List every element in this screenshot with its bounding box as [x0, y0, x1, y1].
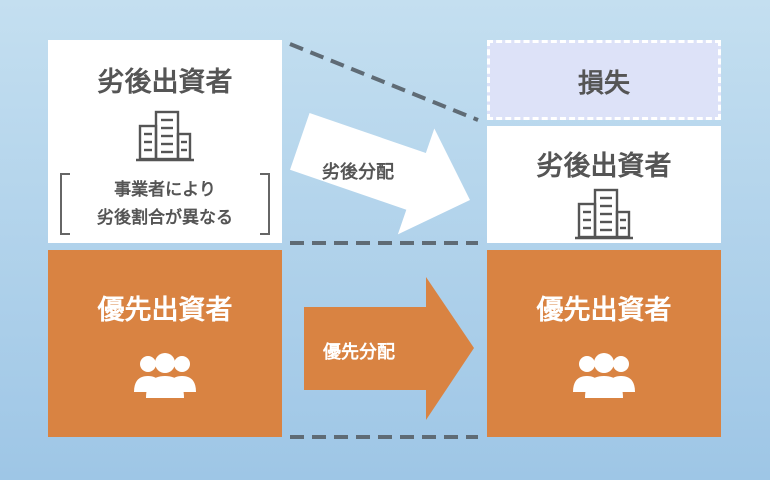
note-line-1: 事業者により: [114, 180, 216, 200]
right-senior-investor-box: 優先出資者: [487, 250, 721, 437]
building-icon: [136, 110, 194, 162]
right-subordinate-investor-box: 劣後出資者: [487, 126, 721, 243]
left-senior-investor-box: 優先出資者: [48, 250, 282, 437]
subordinate-distribution-arrow: [290, 112, 470, 235]
note-line-2: 劣後割合が異なる: [97, 208, 233, 228]
top-dashed-connector: [289, 42, 479, 122]
right-senior-title: 優先出資者: [536, 295, 672, 326]
senior-distribution-arrow: [304, 277, 474, 420]
left-subordinate-note: 事業者により 劣後割合が異なる: [60, 173, 270, 235]
right-loss-box: 損失: [487, 40, 721, 120]
senior-distribution-label: 優先分配: [323, 342, 395, 363]
note-left-bracket: [60, 173, 70, 235]
people-group-icon: [134, 353, 196, 398]
left-subordinate-title: 劣後出資者: [97, 67, 233, 98]
people-group-icon: [573, 353, 635, 398]
right-subordinate-title: 劣後出資者: [536, 151, 672, 182]
left-subordinate-investor-box: 劣後出資者 事業者により 劣後割合が異なる: [48, 40, 282, 243]
loss-label: 損失: [577, 69, 630, 99]
subordinate-distribution-label: 劣後分配: [322, 162, 394, 183]
note-right-bracket: [260, 173, 270, 235]
left-senior-title: 優先出資者: [97, 295, 233, 326]
building-icon: [575, 188, 633, 240]
